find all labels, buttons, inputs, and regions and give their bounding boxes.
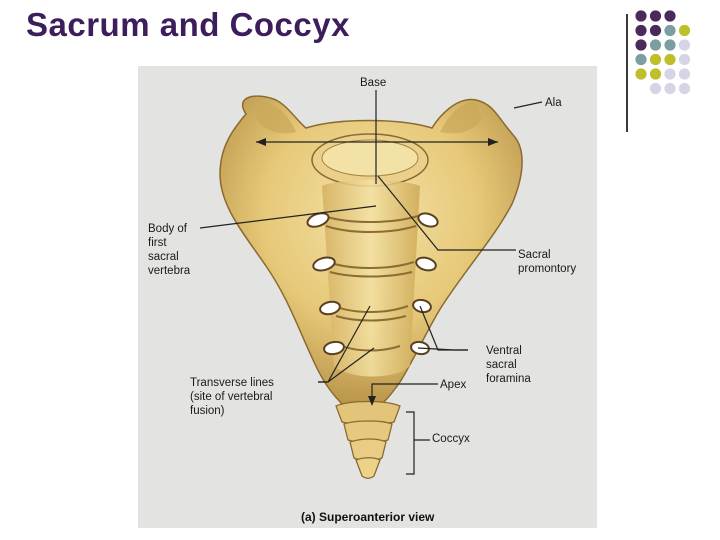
decorative-dot bbox=[664, 10, 676, 22]
decorative-dot bbox=[664, 53, 676, 66]
decorative-dot bbox=[664, 68, 676, 80]
slide-title: Sacrum and Coccyx bbox=[26, 6, 350, 43]
decorative-dot bbox=[649, 39, 662, 51]
decorative-dot bbox=[649, 68, 662, 80]
label-apex: Apex bbox=[440, 379, 467, 391]
ventral-foramina bbox=[306, 212, 439, 356]
coccyx-bone bbox=[335, 400, 401, 479]
decorative-dot bbox=[678, 82, 691, 95]
decorative-dot bbox=[678, 39, 691, 51]
decorative-dot bbox=[649, 82, 662, 95]
label-sacral-promontory: Sacral promontory bbox=[518, 249, 577, 275]
sacrum-illustration bbox=[199, 90, 543, 479]
decorative-dot bbox=[678, 68, 691, 80]
label-base: Base bbox=[360, 77, 387, 89]
label-ventral-sacral-foramina: Ventral sacral foramina bbox=[486, 345, 531, 385]
leader-lines bbox=[199, 90, 543, 475]
sacrum-figure-panel: Base Ala Body of first sacral vertebra S… bbox=[138, 66, 597, 528]
decorative-dot bbox=[664, 24, 676, 37]
decorative-dot bbox=[635, 39, 647, 51]
decorative-dot bbox=[635, 10, 647, 22]
decorative-divider-line bbox=[626, 14, 628, 132]
label-ala: Ala bbox=[545, 97, 562, 109]
decorative-dot bbox=[664, 82, 676, 95]
decorative-dot bbox=[678, 53, 691, 66]
label-body-first-sacral-vertebra: Body of first sacral vertebra bbox=[148, 223, 191, 277]
label-transverse-lines: Transverse lines (site of vertebral fusi… bbox=[190, 377, 274, 417]
decorative-dot bbox=[635, 53, 647, 66]
decorative-dot bbox=[649, 53, 662, 66]
decorative-dot bbox=[635, 24, 647, 37]
label-coccyx: Coccyx bbox=[432, 433, 470, 445]
decorative-dot bbox=[649, 24, 662, 37]
decorative-dot bbox=[649, 10, 662, 22]
decorative-dot bbox=[678, 24, 691, 37]
decorative-dot bbox=[635, 68, 647, 80]
decorative-dot bbox=[664, 39, 676, 51]
figure-caption: (a) Superoanterior view bbox=[301, 510, 435, 524]
